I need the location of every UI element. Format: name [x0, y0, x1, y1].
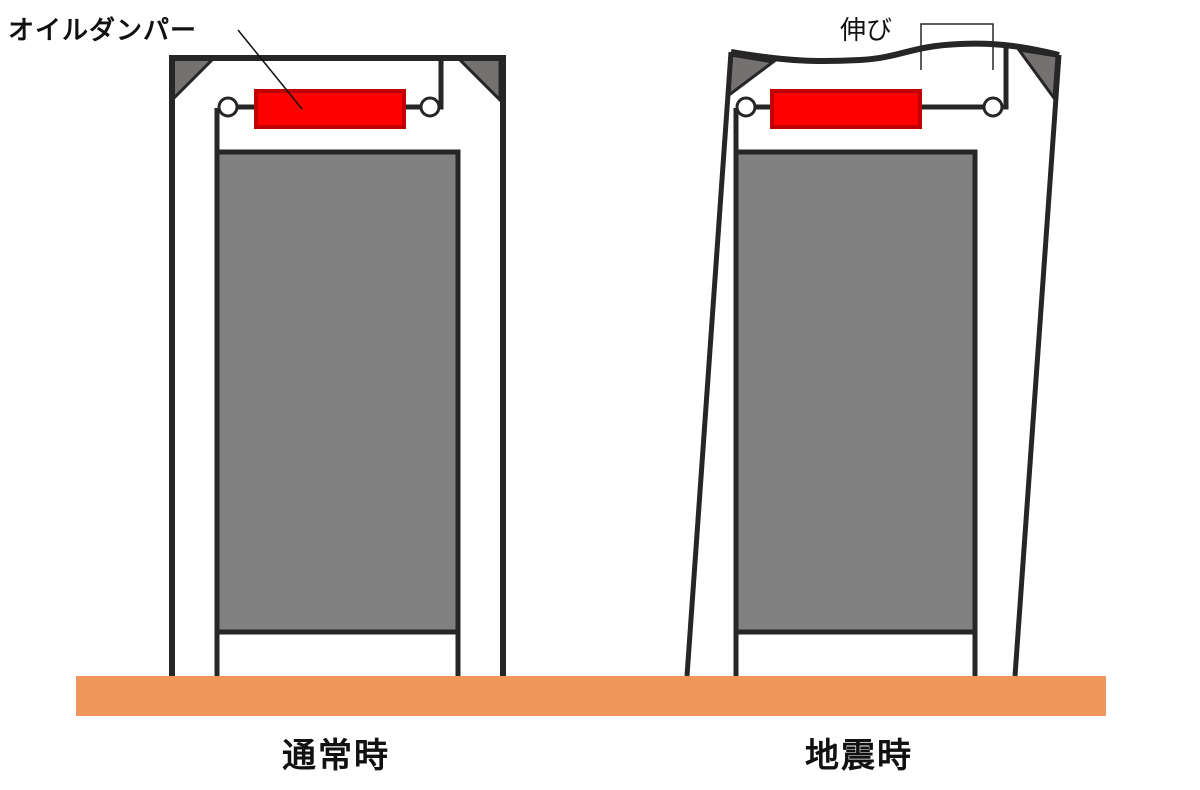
corner-brace-top-right: [454, 56, 502, 104]
pin-joint-left: [217, 96, 239, 118]
pin-joint-right: [419, 96, 441, 118]
damper-callout-leader: [237, 29, 303, 110]
ground-bar: [76, 676, 1106, 716]
stretch-callout-label: 伸び: [840, 16, 893, 46]
outer-frame: [169, 55, 506, 676]
stretch-bracket: [920, 23, 994, 70]
pin-joint-right: [982, 96, 1004, 118]
normal-state-frame: [169, 55, 506, 676]
corner-brace-top-left: [727, 53, 777, 99]
core-wall: [214, 149, 461, 635]
corner-brace-top-left: [170, 56, 218, 104]
damper-callout-label: オイルダンパー: [8, 16, 198, 46]
caption-earthquake-state: 地震時: [805, 736, 913, 776]
pin-joint-left: [735, 96, 757, 118]
corner-brace-top-right: [1015, 47, 1059, 103]
outer-right-column: [1012, 54, 1062, 677]
oil-damper: [770, 89, 922, 129]
outer-left-column: [684, 51, 734, 677]
earthquake-state-frame: [684, 23, 1062, 677]
oil-damper: [254, 89, 406, 129]
deformed-top-beam: [730, 40, 1060, 65]
caption-normal-state: 通常時: [282, 736, 390, 776]
core-wall: [733, 149, 978, 635]
